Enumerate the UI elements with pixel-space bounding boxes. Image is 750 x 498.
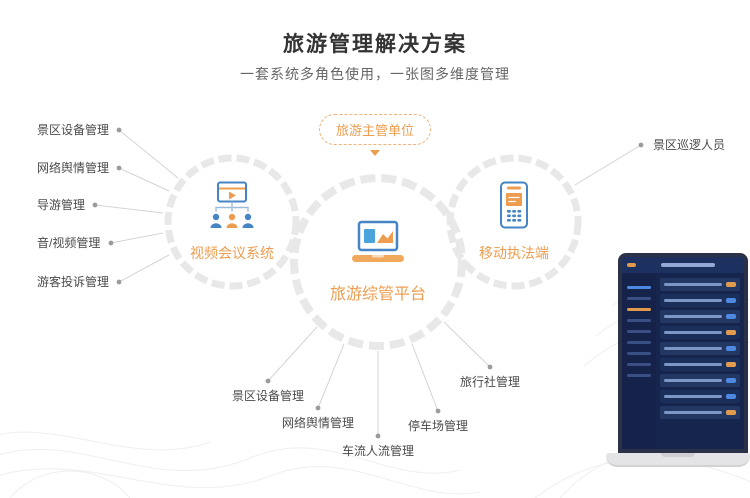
dashboard-body (622, 273, 744, 449)
dashboard-content (656, 273, 744, 449)
dashboard-row (660, 374, 740, 387)
bottom-label: 停车场管理 (407, 419, 469, 433)
connector-lines (94, 129, 642, 436)
page-subtitle: 一套系统多角色使用，一张图多维度管理 (240, 66, 510, 82)
dashboard-row (660, 278, 740, 291)
sidebar-bar (627, 374, 651, 377)
bottom-label: 网络舆情管理 (281, 416, 355, 430)
left-label: 网络舆情管理 (37, 161, 110, 175)
connector-dots (92, 127, 644, 439)
ring-platform (290, 174, 466, 350)
node-label-mobile-terminal: 移动执法端 (479, 245, 549, 261)
right-label: 景区巡逻人员 (653, 138, 726, 152)
left-label: 导游管理 (37, 198, 86, 212)
left-label: 音/视频管理 (37, 236, 101, 250)
dashboard-row (660, 406, 740, 419)
sidebar-bar (627, 286, 651, 289)
laptop-chart-icon (346, 220, 410, 273)
node-platform: 旅游综管平台 (330, 220, 426, 304)
sidebar-bar (627, 308, 651, 311)
ring-mobile-terminal (446, 154, 582, 290)
bottom-label: 旅行社管理 (459, 375, 521, 389)
sidebar-bar (627, 352, 651, 355)
dashboard-row (660, 342, 740, 355)
laptop-screen (618, 253, 748, 453)
dashboard-sidebar (622, 273, 656, 449)
dashboard-logo (627, 263, 636, 267)
sidebar-bar (627, 363, 651, 366)
sidebar-bar (627, 330, 651, 333)
dashboard-row (660, 358, 740, 371)
down-arrow-icon (370, 150, 380, 156)
page-title: 旅游管理解决方案 (283, 33, 467, 56)
dashboard-header (622, 257, 744, 273)
ring-video-conference (164, 154, 300, 290)
dashboard-title-bar (660, 263, 715, 267)
sidebar-bar (627, 297, 651, 300)
video-conference-icon (205, 181, 259, 236)
node-mobile-terminal: 移动执法端 (479, 181, 549, 263)
dashboard-row (660, 294, 740, 307)
authority-badge: 旅游主管单位 (318, 114, 432, 145)
node-label-platform: 旅游综管平台 (329, 286, 427, 303)
dashboard-row (660, 310, 740, 323)
sidebar-bar (627, 341, 651, 344)
bottom-label: 车流人流管理 (341, 444, 415, 458)
left-label: 游客投诉管理 (37, 275, 110, 289)
mobile-terminal-icon (494, 181, 534, 236)
bottom-label: 景区设备管理 (231, 389, 305, 403)
dashboard-row (660, 326, 740, 339)
sidebar-bar (627, 319, 651, 322)
node-rings (164, 154, 582, 350)
laptop-mockup (606, 253, 750, 475)
node-video-conference: 视频会议系统 (190, 181, 274, 263)
laptop-base (606, 453, 750, 467)
dashboard-row (660, 390, 740, 403)
left-label: 景区设备管理 (37, 123, 110, 137)
node-label-video-conference: 视频会议系统 (190, 245, 274, 261)
